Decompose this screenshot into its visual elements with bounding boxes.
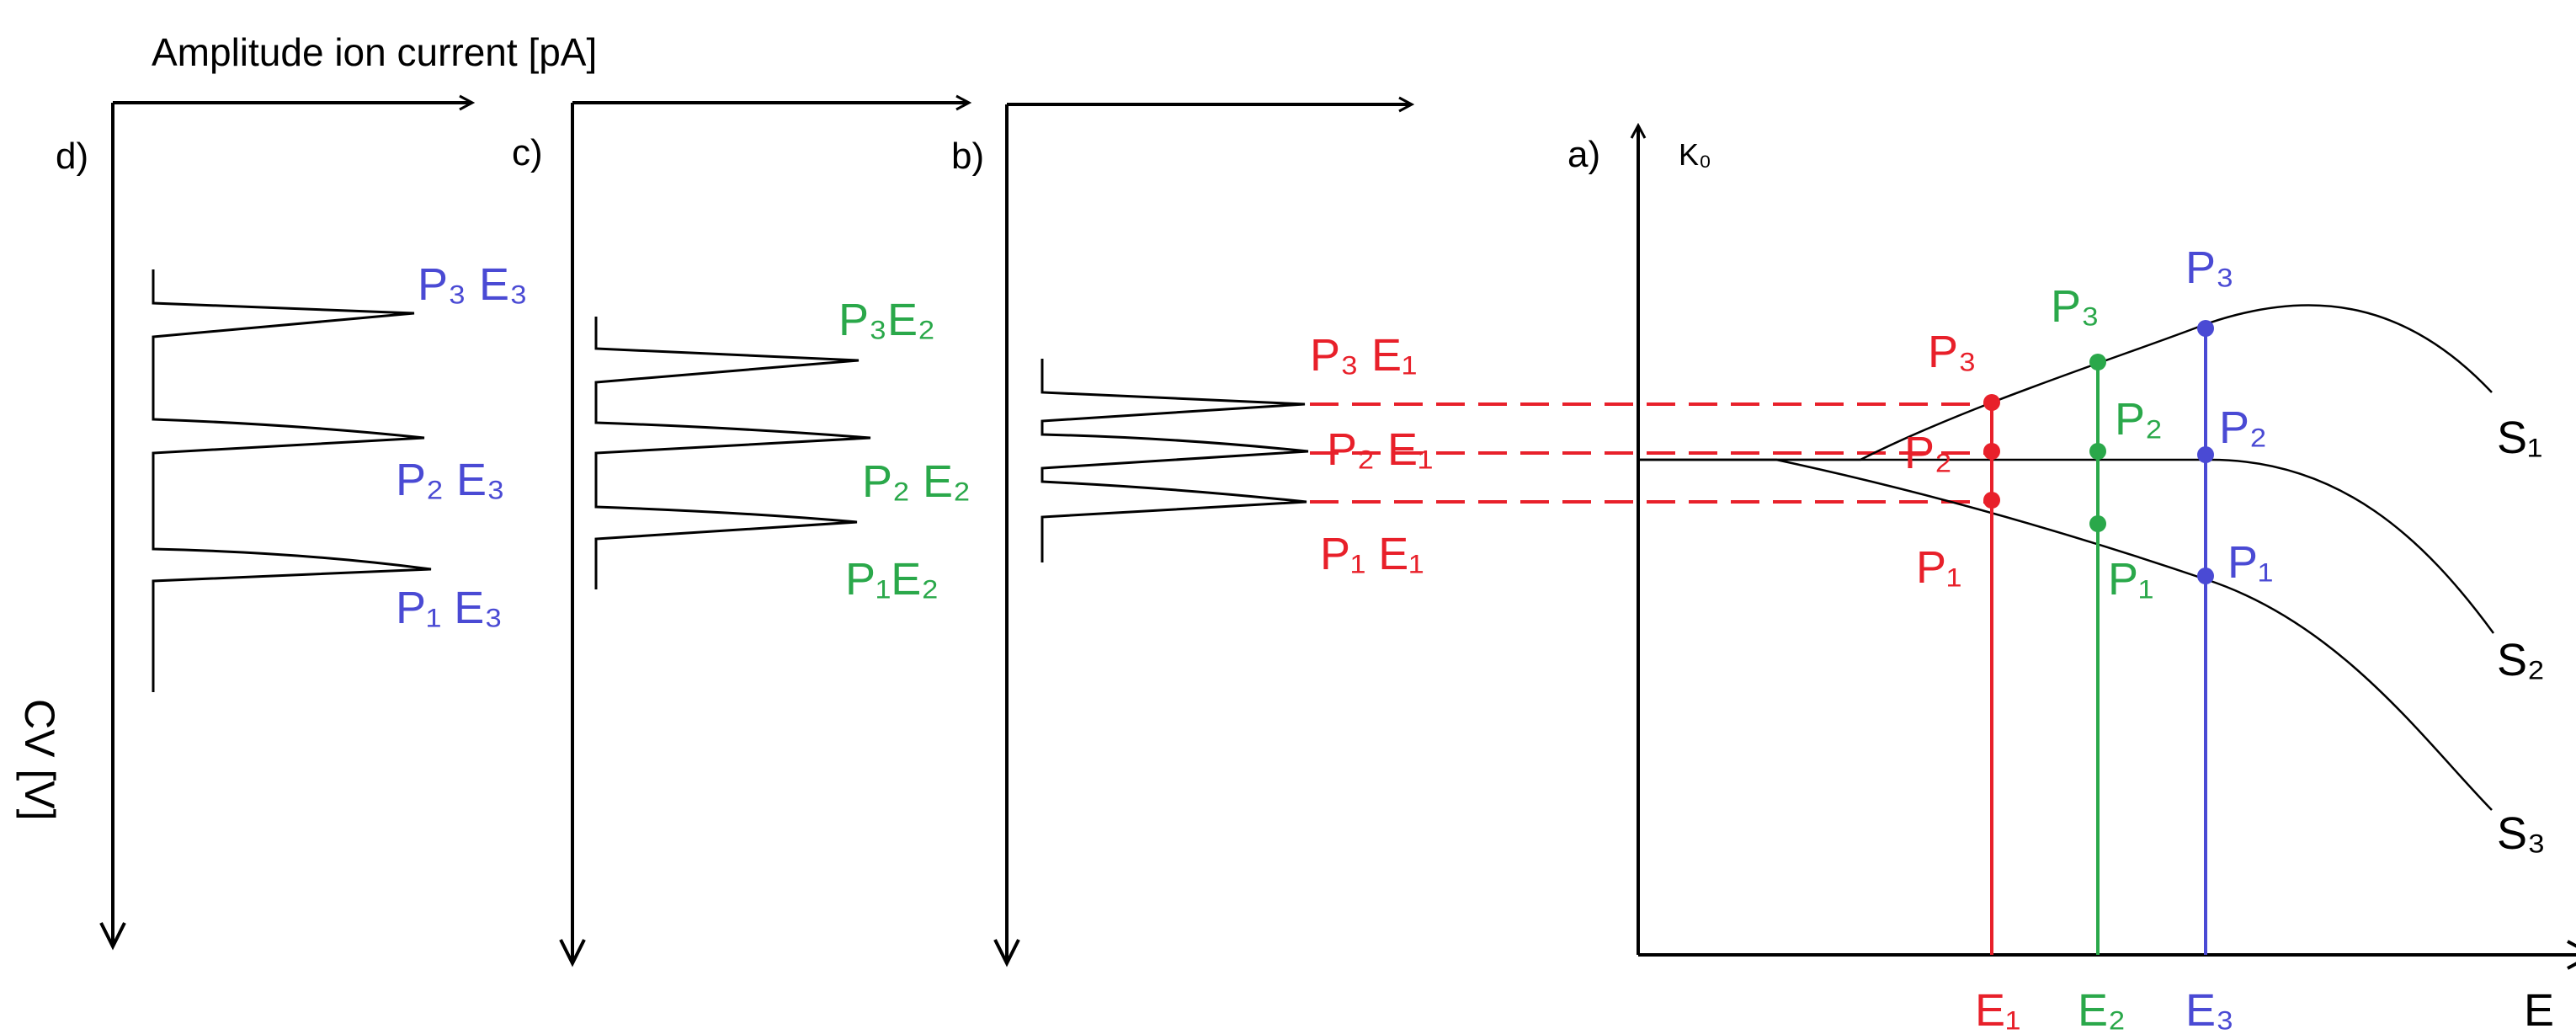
point-e3-p3 (2197, 320, 2214, 337)
point-e2-p1 (2089, 515, 2106, 532)
curve-s1-label: S₁ (2497, 413, 2542, 463)
panel-a-label: a) (1567, 134, 1600, 175)
point-e3-p2 (2197, 446, 2214, 463)
panel-d-label: d) (56, 136, 88, 177)
curve-s3-label: S₃ (2497, 808, 2546, 859)
label-e1-p2: P₂ (1904, 428, 1952, 478)
label-e1-p3: P₃ (1928, 327, 1977, 377)
curve-s2 (1638, 458, 2495, 634)
point-e2-p2 (2089, 443, 2106, 460)
panel-d: d) P₃ E₃ P₂ E₃ P₁ E₃ (56, 103, 528, 951)
panel-b: b) P₃ E₁ P₂ E₁ P₁ E₁ (951, 104, 1433, 967)
peak-label-p1-e1: P₁ E₁ (1320, 529, 1424, 579)
field-line-e3: P₃ P₂ P₁ E₃ (2185, 243, 2273, 1034)
point-e1-p2 (1983, 443, 2000, 460)
peak-label-p2-e3: P₂ E₃ (396, 455, 505, 505)
peak-label-p1-e2: P₁E₂ (845, 554, 939, 605)
peak-label-p3-e3: P₃ E₃ (418, 259, 528, 310)
panel-b-y-arrow (993, 939, 1020, 967)
y-axis-title: CV [V] (16, 699, 63, 820)
label-e3-p2: P₂ (2219, 402, 2267, 453)
label-e2-p1: P₁ (2108, 554, 2153, 605)
label-e2: E₂ (2078, 985, 2126, 1034)
peak-label-p2-e2: P₂ E₂ (862, 456, 971, 507)
point-e2-p3 (2089, 354, 2106, 370)
panel-b-spectrum-trace (1041, 359, 1309, 562)
peak-label-p3-e2: P₃E₂ (838, 295, 935, 345)
panel-d-spectrum-trace (152, 269, 432, 692)
e-axis-label: E (2524, 985, 2554, 1034)
label-e2-p3: P₃ (2051, 281, 2100, 332)
point-e1-p1 (1983, 492, 2000, 509)
label-e3-p3: P₃ (2185, 243, 2234, 293)
panel-d-y-arrow (99, 922, 126, 951)
label-e1: E₁ (1975, 985, 2020, 1034)
peak-label-p3-e1: P₃ E₁ (1310, 330, 1417, 381)
peak-label-p1-e3: P₁ E₃ (396, 583, 503, 633)
panel-c-label: c) (512, 132, 543, 173)
projection-lines (1310, 402, 1995, 504)
curve-s2-label: S₂ (2497, 635, 2545, 685)
label-e1-p1: P₁ (1916, 542, 1961, 593)
point-e3-p1 (2197, 568, 2214, 584)
curve-s3 (1638, 458, 2493, 811)
label-e3: E₃ (2185, 985, 2234, 1034)
panel-b-label: b) (951, 136, 984, 177)
field-line-e1: P₃ P₂ P₁ E₁ (1904, 327, 2020, 1034)
panel-c-spectrum-trace (594, 317, 871, 589)
field-line-e2: P₃ P₂ P₁ E₂ (2051, 281, 2163, 1034)
panel-c: c) P₃E₂ P₂ E₂ P₁E₂ (512, 103, 971, 967)
x-axis-title: Amplitude ion current [pA] (152, 30, 597, 74)
peak-label-p2-e1: P₂ E₁ (1327, 424, 1433, 475)
label-e2-p2: P₂ (2115, 394, 2163, 445)
panel-c-y-arrow (559, 939, 586, 967)
point-e1-p3 (1983, 394, 2000, 411)
label-e3-p1: P₁ (2227, 537, 2273, 588)
k0-axis-label: K₀ (1679, 137, 1711, 172)
graph-a: a) K₀ E S₁ S₂ S₃ P₃ P₂ P₁ E₁ P (1567, 126, 2576, 1034)
